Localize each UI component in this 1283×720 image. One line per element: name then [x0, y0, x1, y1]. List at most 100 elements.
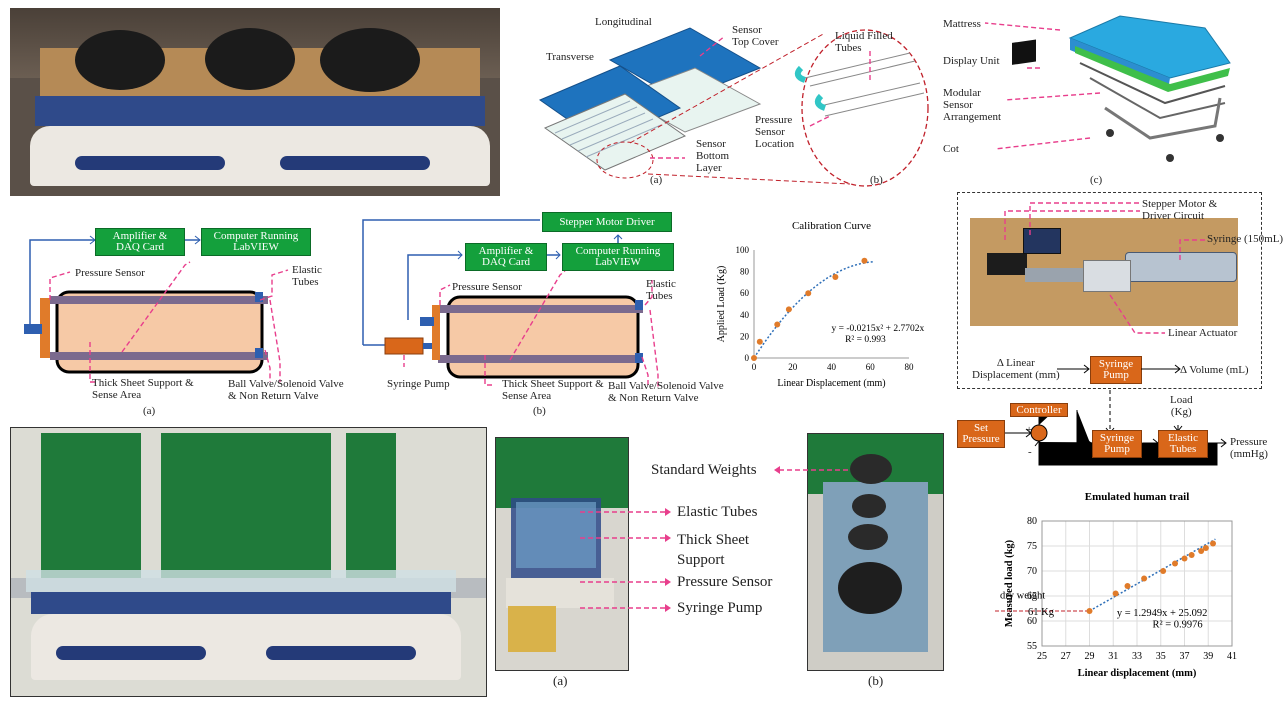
pc-labview-b: Computer Running LabVIEW	[562, 243, 674, 271]
amp-daq-b: Amplifier & DAQ Card	[465, 243, 547, 271]
label-sensor-top: Sensor Top Cover	[732, 24, 779, 48]
x-tick-label: 80	[905, 362, 915, 372]
sensor-exploded-figure	[538, 27, 929, 187]
x-tick-label: 41	[1227, 651, 1237, 662]
label-pressure-sensor-photo: Pressure Sensor	[677, 574, 773, 590]
data-point	[1124, 583, 1131, 589]
label-display-unit: Display Unit	[943, 55, 1000, 67]
y-tick-label: 70	[1027, 566, 1037, 577]
caption-a-top: (a)	[650, 174, 663, 186]
dry-weight-value: 61 Kg	[1028, 607, 1055, 618]
y-tick-label: 60	[1027, 616, 1037, 627]
photo-actuator	[965, 198, 1243, 328]
label-thick-sheet-photo: Thick Sheet Support	[677, 532, 750, 568]
label-pressure-out: Pressure (mmHg)	[1230, 436, 1268, 460]
syringe-pump-block: Syringe Pump	[1090, 356, 1142, 384]
x-tick-label: 60	[866, 362, 876, 372]
label-cot: Cot	[943, 143, 959, 155]
data-point	[805, 290, 812, 297]
bed-3d-figure	[984, 15, 1231, 162]
photo-bed-setup	[10, 427, 487, 697]
label-delta-volume: Δ Volume (mL)	[1180, 364, 1249, 376]
photo-setup-a	[495, 437, 629, 671]
actuator-block-arrows	[1057, 364, 1181, 374]
label-delta-disp: Δ Linear Displacement (mm)	[972, 357, 1060, 381]
label-modular-sensor: Modular Sensor Arrangement	[943, 87, 1002, 123]
x-tick-label: 35	[1156, 651, 1166, 662]
data-point	[1181, 555, 1188, 562]
y-tick-label: 65	[1027, 591, 1037, 602]
data-point	[1112, 590, 1119, 597]
y-axis-label: Measured load (kg)	[1004, 539, 1015, 627]
label-pressure-location: Pressure Sensor Location	[755, 114, 795, 150]
bottom-label-arrows	[580, 466, 848, 612]
caption-b-top: (b)	[870, 174, 883, 186]
label-valve-b: Ball Valve/Solenoid Valve & Non Return V…	[608, 380, 724, 404]
data-point	[1172, 560, 1178, 567]
x-tick-label: 33	[1132, 651, 1142, 662]
photo-setup-b	[807, 433, 944, 671]
caption-c: (c)	[1090, 174, 1103, 186]
set-pressure-block: Set Pressure	[957, 420, 1005, 448]
label-longitudinal: Longitudinal	[595, 16, 652, 28]
data-point	[751, 355, 757, 361]
x-tick-label: 20	[788, 362, 798, 372]
data-point	[774, 321, 781, 328]
trendline	[753, 261, 875, 359]
syringe-pump-loop: Syringe Pump	[1092, 430, 1142, 458]
photo-bed-weights	[10, 8, 500, 196]
y-tick-label: 0	[745, 353, 750, 363]
caption-diagram-a: (a)	[143, 405, 156, 417]
caption-diagram-b: (b)	[533, 405, 546, 417]
chart-title: Calibration Curve	[792, 220, 871, 232]
equation-label: y = 1.2949x + 25.092	[1117, 608, 1208, 619]
y-tick-label: 40	[740, 310, 750, 320]
actuator-arrows	[1004, 202, 1205, 334]
label-valve-a: Ball Valve/Solenoid Valve & Non Return V…	[228, 378, 344, 402]
caption-photo-b: (b)	[868, 673, 884, 688]
label-liquid-tubes: Liquid Filled Tubes	[835, 30, 893, 54]
label-syringe-pump-photo: Syringe Pump	[677, 600, 763, 616]
x-tick-label: 31	[1108, 651, 1118, 662]
label-standard-weights: Standard Weights	[651, 462, 757, 478]
sensor-bottom-layer	[543, 93, 687, 171]
zoom-ellipse	[801, 29, 929, 187]
diagram-a-figure	[24, 235, 289, 383]
y-axis-label: Applied Load (Kg)	[716, 266, 727, 343]
label-syringe-150: Syringe (150mL)	[1207, 233, 1283, 245]
actuator-panel	[957, 192, 1262, 389]
data-point	[1086, 608, 1093, 614]
x-axis-label: Linear displacement (mm)	[1078, 668, 1197, 679]
y-tick-label: 80	[740, 267, 750, 277]
label-mattress: Mattress	[943, 18, 981, 30]
data-point	[785, 306, 792, 313]
controller-block: Controller	[1010, 403, 1068, 417]
label-stepper-driver: Stepper Motor & Driver Circuit	[1142, 198, 1218, 222]
y-tick-label: 80	[1027, 516, 1037, 527]
label-linear-actuator: Linear Actuator	[1168, 327, 1238, 339]
amp-daq-a: Amplifier & DAQ Card	[95, 228, 185, 256]
equation-label: y = -0.0215x² + 2.7702x	[832, 324, 925, 334]
data-point	[861, 257, 868, 264]
chart-title: Emulated human trail	[1085, 491, 1190, 503]
data-point	[1141, 575, 1148, 582]
sensor-layer-long	[618, 67, 762, 133]
x-axis-label: Linear Displacement (mm)	[777, 378, 885, 389]
stepper-driver-b: Stepper Motor Driver	[542, 212, 672, 232]
x-tick-label: 0	[752, 362, 757, 372]
r2-label: R² = 0.9976	[1152, 620, 1202, 631]
dry-weight-label: dry weight	[1000, 591, 1045, 602]
label-elastic-tubes-a: Elastic Tubes	[292, 264, 322, 288]
y-tick-label: 75	[1027, 541, 1037, 552]
label-elastic-tubes-photo: Elastic Tubes	[677, 504, 758, 520]
label-syringe-pump-b: Syringe Pump	[387, 378, 450, 390]
label-sensor-bottom: Sensor Bottom Layer	[696, 138, 730, 174]
y-tick-label: 60	[740, 288, 750, 298]
caption-photo-a: (a)	[553, 673, 568, 688]
plot-frame	[1041, 520, 1233, 647]
label-thick-sheet-b: Thick Sheet Support & Sense Area	[502, 378, 604, 402]
data-point	[832, 274, 839, 280]
x-tick-label: 29	[1085, 651, 1095, 662]
x-tick-label: 25	[1037, 651, 1047, 662]
